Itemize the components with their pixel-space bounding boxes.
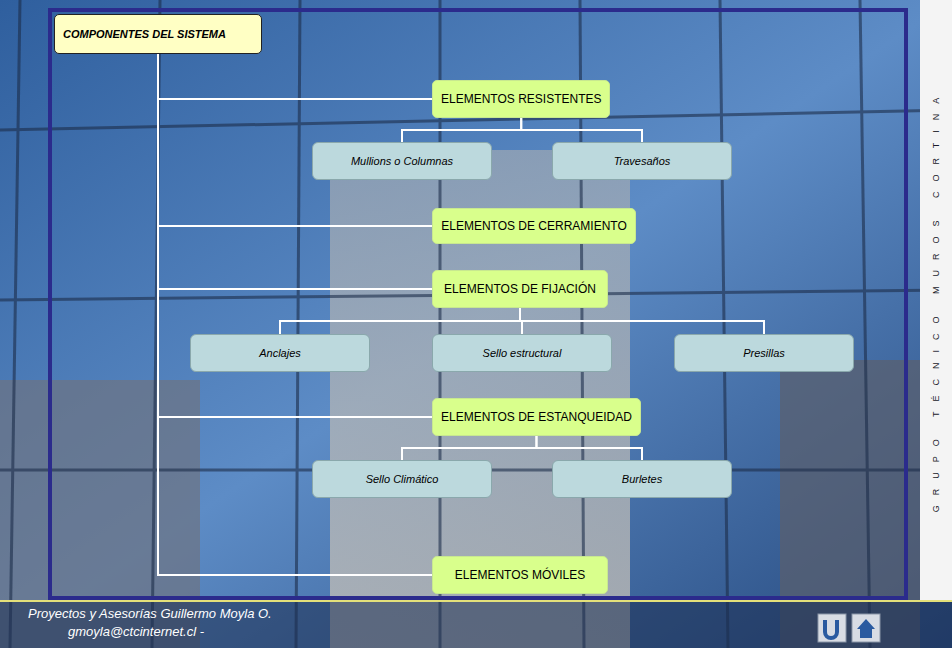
component-box: Travesaños bbox=[552, 142, 732, 180]
category-box: ELEMENTOS DE FIJACIÓN bbox=[432, 270, 608, 308]
tree-connector bbox=[158, 54, 432, 99]
tree-connector bbox=[521, 118, 642, 142]
frame-border bbox=[50, 10, 906, 598]
tree-connector bbox=[158, 54, 432, 226]
footer-band bbox=[0, 602, 952, 648]
component-box: Presillas bbox=[674, 334, 854, 372]
component-box: Anclajes bbox=[190, 334, 370, 372]
footer-credit: Proyectos y Asesorías Guillermo Moyla O. bbox=[28, 606, 272, 621]
node-label: Mullions o Columnas bbox=[351, 155, 453, 167]
footer-email: gmoyla@ctcinternet.cl - bbox=[68, 624, 204, 639]
right-strip bbox=[920, 0, 952, 600]
component-box: Burletes bbox=[552, 460, 732, 498]
vertical-watermark: GRUPO TÉCNICO MUROS CORTINA bbox=[931, 88, 941, 513]
category-box: ELEMENTOS DE CERRAMIENTO bbox=[432, 208, 636, 244]
category-box: ELEMENTOS DE ESTANQUEIDAD bbox=[432, 398, 641, 436]
tree-connector bbox=[158, 54, 432, 417]
home-icon bbox=[852, 614, 880, 642]
node-label: Sello estructural bbox=[483, 347, 562, 359]
component-box: Mullions o Columnas bbox=[312, 142, 492, 180]
category-box: ELEMENTOS RESISTENTES bbox=[432, 80, 610, 118]
node-label: ELEMENTOS DE CERRAMIENTO bbox=[441, 219, 627, 233]
node-label: ELEMENTOS DE ESTANQUEIDAD bbox=[441, 410, 632, 424]
tree-connector bbox=[402, 436, 536, 460]
tree-connector bbox=[520, 308, 764, 334]
node-label: Anclajes bbox=[259, 347, 301, 359]
component-box: Sello Climático bbox=[312, 460, 492, 498]
node-label: Sello Climático bbox=[366, 473, 439, 485]
node-label: Presillas bbox=[743, 347, 785, 359]
component-box: Sello estructural bbox=[432, 334, 612, 372]
node-label: ELEMENTOS MÓVILES bbox=[455, 568, 585, 582]
node-label: Burletes bbox=[622, 473, 662, 485]
node-label: ELEMENTOS DE FIJACIÓN bbox=[444, 282, 596, 296]
node-label: Travesaños bbox=[614, 155, 671, 167]
category-box: ELEMENTOS MÓVILES bbox=[432, 556, 608, 594]
footer-rule bbox=[0, 600, 952, 602]
node-label: COMPONENTES DEL SISTEMA bbox=[63, 28, 226, 40]
back-icon bbox=[818, 614, 846, 642]
tree-connector bbox=[402, 118, 521, 142]
tree-connector bbox=[280, 308, 520, 334]
root-box: COMPONENTES DEL SISTEMA bbox=[54, 14, 262, 54]
node-label: ELEMENTOS RESISTENTES bbox=[441, 92, 601, 106]
tree-connector bbox=[536, 436, 642, 460]
